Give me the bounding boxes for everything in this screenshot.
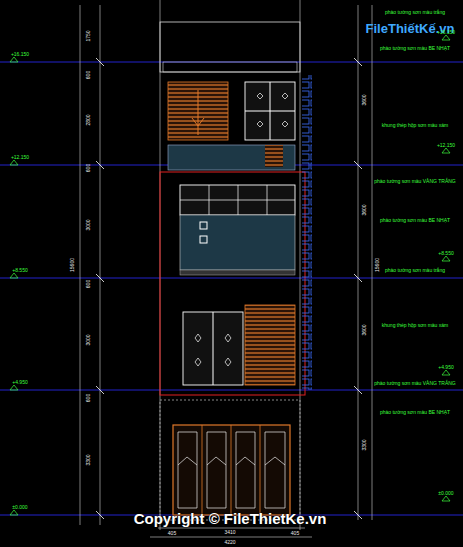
annotation-text: 405 (291, 531, 299, 536)
dimension-text: 600 (86, 280, 91, 288)
dimension-text: 1750 (86, 30, 91, 41)
annotation-text: phào tường sơn màu BE NHẠT (380, 46, 450, 51)
annotation-text: 405 (168, 531, 176, 536)
annotation-text: +4.950 (12, 380, 27, 385)
dimension-text: 600 (86, 394, 91, 402)
dimension-text: 15600 (375, 258, 380, 272)
annotation-text: +16.150 (437, 30, 455, 35)
annotation-text: phào tường sơn màu BE NHẠT (380, 410, 450, 415)
annotation-text: khung thép hộp sơn màu xám (382, 323, 448, 328)
annotation-text: +12.150 (11, 155, 29, 160)
annotation-text: khung thép hộp sơn màu xám (382, 123, 448, 128)
dimension-text: 3600 (362, 324, 367, 335)
annotation-text: +8.550 (438, 251, 453, 256)
annotation-text: phào tường sơn màu trắng (385, 268, 445, 273)
annotation-text: 3410 (224, 530, 235, 535)
dimension-text: 600 (86, 164, 91, 172)
annotation-text: +8.550 (12, 268, 27, 273)
dimension-text: 3000 (86, 334, 91, 345)
dimension-text: 3000 (86, 219, 91, 230)
annotation-text: +16.150 (11, 52, 29, 57)
dimension-text: 3300 (362, 439, 367, 450)
dimension-text: 15600 (70, 258, 75, 272)
annotation-text: ±0.000 (12, 505, 27, 510)
annotation-text: phào tường sơn màu BE NHẠT (380, 218, 450, 223)
dimension-text: 3600 (362, 204, 367, 215)
annotation-text: phào tường sơn màu VÀNG TRẮNG (374, 179, 456, 184)
dimension-text: 2800 (86, 114, 91, 125)
annotation-text: ±0.000 (438, 491, 453, 496)
dimension-text: 600 (86, 71, 91, 79)
dimension-text: 3300 (86, 454, 91, 465)
watermark: Copyright © FileThietKe.vn (134, 511, 327, 526)
annotation-text: +4.950 (438, 365, 453, 370)
dimension-text: 3600 (362, 94, 367, 105)
annotation-text: phào tường sơn màu VÀNG TRẮNG (374, 381, 456, 386)
annotation-text: phào tường sơn màu trắng (385, 10, 445, 15)
annotation-text: +12.150 (437, 143, 455, 148)
annotation-text: 4220 (224, 540, 235, 545)
